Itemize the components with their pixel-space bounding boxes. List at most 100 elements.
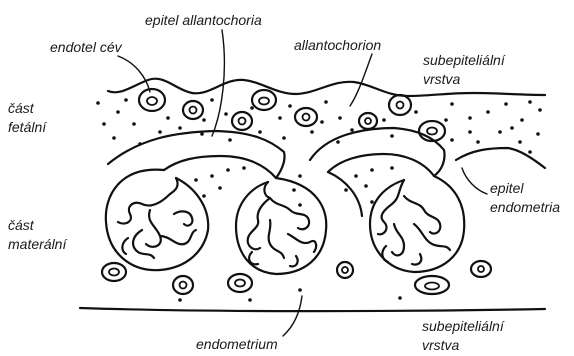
stipple-dot [178,298,182,302]
label-subepitelialni-bottom-1: subepiteliální [422,318,506,334]
stipple-dot [178,126,182,130]
stipple-dot [390,166,394,170]
stipple-dot [364,184,368,188]
stipple-dot [218,186,222,190]
stipple-dot [518,140,522,144]
villus-branch-left [118,194,196,258]
stipple-dot [242,166,246,170]
stipple-dot [344,188,348,192]
stipple-dot [310,130,314,134]
crypt-neck-middle [264,182,270,198]
label-epitel-endometria-2: endometria [490,199,560,215]
stipple-dot [298,203,302,207]
stipple-dot [324,100,328,104]
label-cast-fetalni-1: část [8,100,35,116]
stipple-dot [450,102,454,106]
stipple-dot [96,101,100,105]
stipple-dot [370,168,374,172]
stipple-dot [248,298,252,302]
stipple-dot [476,140,480,144]
stipple-dot [538,108,542,112]
label-subepitelialni-top-2: vrstva [423,71,461,87]
label-epitel-allantochoria: epitel allantochoria [145,12,262,28]
label-epitel-endometria-1: epitel [490,180,524,196]
stipple-dot [228,138,232,142]
villus-caps [108,128,545,178]
label-endotel-cev: endotel cév [50,39,123,55]
leader-epitel-allantochoria [212,30,224,136]
fetal-vessel [295,108,317,126]
fetal-vessel [183,101,203,119]
stipple-dot [210,174,214,178]
crypt-neck-left [170,178,178,194]
maternal-vessel [471,261,491,277]
stipple-dot [444,118,448,122]
fetal-vessel [232,112,252,130]
maternal-vessel [173,276,193,294]
stipple-dot [102,122,106,126]
label-endometrium: endometrium [196,336,278,352]
stipple-dot [370,200,374,204]
label-subepitelialni-bottom-2: vrstva [422,337,460,353]
stipple-dot [528,100,532,104]
fetal-vessel [389,95,411,115]
stipple-dot [320,120,324,124]
stipple-dot [132,122,136,126]
villus-cap [108,131,285,178]
stipple-dot [354,174,358,178]
maternal-vessel [102,263,126,281]
stipple-dot [510,126,514,130]
stipple-dot [338,116,342,120]
stipple-dot [166,116,170,120]
stipple-dot [202,194,206,198]
stipple-dot [298,174,302,178]
stipple-dot [258,130,262,134]
stipple-dot [124,98,128,102]
stipple-dot [278,116,282,120]
stipple-dot [520,118,524,122]
stipple-dot [382,118,386,122]
stipple-dot [468,130,472,134]
maternal-vessel [228,274,252,292]
leader-epitel-endometria [462,168,487,194]
label-cast-maternalni-2: materální [8,236,68,252]
fetal-vessel [139,89,165,111]
stipple-dot [414,110,418,114]
allantochorion-surface-line [108,79,545,96]
stipple-dot [292,188,296,192]
villus-branches [118,180,450,266]
stipple-dot [528,150,532,154]
label-cast-maternalni-1: část [8,217,35,233]
stipple-dot [250,106,254,110]
stipple-dot [158,130,162,134]
stipple-dot [288,104,292,108]
stipple-dot [116,110,120,114]
label-cast-fetalni-2: fetální [8,119,48,135]
stipple-dot [226,168,230,172]
maternal-vessel [337,262,353,278]
villus-branch-middle [248,198,316,266]
stipple-dot [282,136,286,140]
stipple-dot [536,132,540,136]
fetal-vessel [252,90,276,110]
stipple-dot [202,118,206,122]
stipple-dot [486,110,490,114]
leader-endometrium [283,296,302,336]
villus-cap [310,128,445,176]
stipple-dot [398,296,402,300]
fetal-vessel [359,113,377,129]
stipple-dot [350,128,354,132]
villus-branch-right [378,180,450,265]
stipple-dot [390,134,394,138]
label-allantochorion: allantochorion [294,37,381,53]
stipple-dot [336,140,340,144]
stipple-dot [224,112,228,116]
crypt-right-inner [328,172,362,216]
stipple-dot [450,138,454,142]
label-subepitelialni-top-1: subepiteliální [423,52,507,68]
epitel-endometria-edge [456,148,545,168]
stipple-dot [504,102,508,106]
maternal-vessel [415,276,449,294]
stipple-dot [194,178,198,182]
